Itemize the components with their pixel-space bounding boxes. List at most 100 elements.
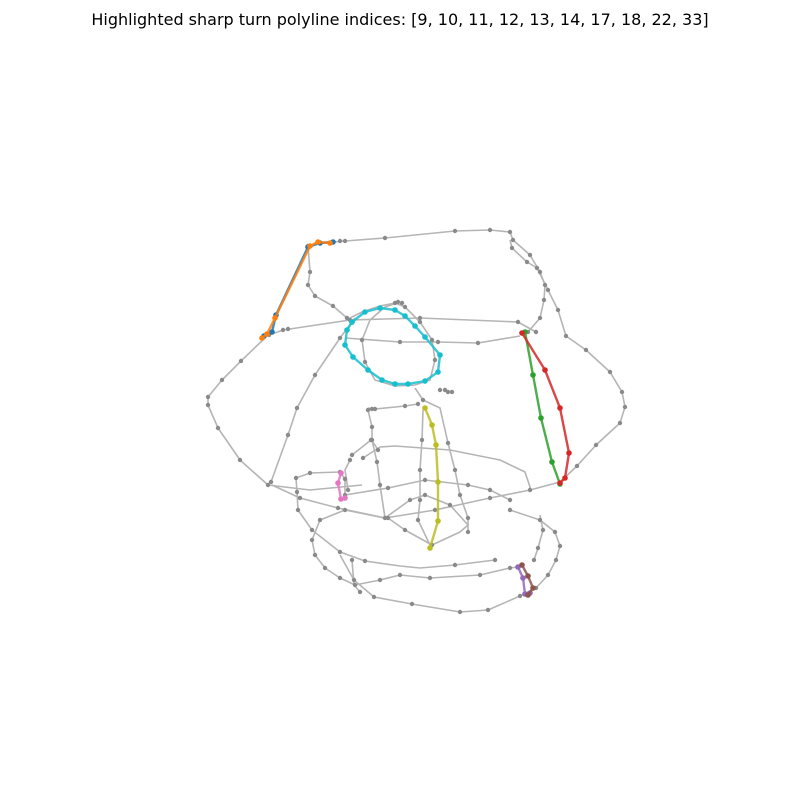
background-point-70 xyxy=(452,467,458,473)
highlighted-point-red-4 xyxy=(562,475,568,481)
background-point-129 xyxy=(337,575,343,581)
highlighted-point-brown-3 xyxy=(525,592,531,598)
highlighted-point-olive-2 xyxy=(433,442,439,448)
background-point-39 xyxy=(515,319,521,325)
highlighted-point-orange-1 xyxy=(315,239,321,245)
highlighted-point-cyan-12 xyxy=(379,377,385,383)
background-point-123 xyxy=(415,517,421,523)
background-polyline-5 xyxy=(207,336,363,491)
highlighted-point-cyan-4 xyxy=(402,313,408,319)
highlighted-point-olive-3 xyxy=(435,479,441,485)
highlighted-point-cyan-10 xyxy=(405,381,411,387)
background-point-117 xyxy=(447,502,453,508)
background-point-146 xyxy=(349,452,355,458)
background-point-132 xyxy=(397,572,403,578)
background-point-67 xyxy=(445,389,451,395)
highlighted-point-cyan-8 xyxy=(435,369,441,375)
background-point-69 xyxy=(445,440,451,446)
background-point-88 xyxy=(385,485,391,491)
background-polyline-6 xyxy=(270,317,356,483)
background-point-38 xyxy=(475,340,481,346)
background-point-4 xyxy=(452,228,458,234)
highlighted-point-cyan-16 xyxy=(344,327,350,333)
background-point-109 xyxy=(557,543,563,549)
background-point-37 xyxy=(417,315,423,321)
background-point-15 xyxy=(524,259,530,265)
background-point-40 xyxy=(533,329,539,335)
background-point-124 xyxy=(342,507,348,513)
background-point-90 xyxy=(465,482,471,488)
background-point-54 xyxy=(395,299,401,305)
background-point-133 xyxy=(427,575,433,581)
background-point-145 xyxy=(368,437,374,443)
highlighted-point-brown-0 xyxy=(519,562,525,568)
background-polyline-0 xyxy=(332,229,546,333)
highlighted-point-pink-3 xyxy=(342,495,348,501)
highlighted-point-olive-0 xyxy=(422,405,428,411)
highlighted-point-red-2 xyxy=(557,405,563,411)
background-point-23 xyxy=(622,404,628,410)
highlighted-point-cyan-2 xyxy=(377,305,383,311)
background-point-103 xyxy=(457,609,463,615)
highlighted-polyline-cyan xyxy=(342,305,443,387)
background-point-1 xyxy=(337,238,343,244)
background-point-56 xyxy=(402,304,408,310)
background-point-100 xyxy=(351,577,357,583)
background-point-114 xyxy=(385,515,391,521)
highlighted-polylines xyxy=(259,239,572,598)
background-point-62 xyxy=(397,339,403,345)
background-polyline-23 xyxy=(351,559,361,593)
background-point-92 xyxy=(507,497,513,503)
highlighted-point-cyan-15 xyxy=(342,342,348,348)
background-point-150 xyxy=(349,557,355,563)
highlighted-polyline-olive xyxy=(422,405,441,551)
background-point-63 xyxy=(435,339,441,345)
background-polyline-3 xyxy=(307,245,348,319)
background-point-26 xyxy=(574,463,580,469)
background-point-31 xyxy=(330,303,336,309)
background-point-79 xyxy=(369,424,375,430)
background-point-81 xyxy=(374,459,380,465)
background-polyline-20 xyxy=(362,445,532,491)
background-point-14 xyxy=(509,245,515,251)
chart-title: Highlighted sharp turn polyline indices:… xyxy=(91,10,709,29)
highlighted-point-cyan-17 xyxy=(349,319,355,325)
background-polyline-18 xyxy=(271,481,561,519)
background-point-35 xyxy=(285,326,291,332)
background-point-139 xyxy=(487,495,493,501)
background-polyline-12 xyxy=(295,471,511,501)
background-point-108 xyxy=(553,557,559,563)
background-point-136 xyxy=(297,495,303,501)
background-point-28 xyxy=(307,269,313,275)
background-polyline-7 xyxy=(349,301,436,387)
background-point-74 xyxy=(365,407,371,413)
highlighted-point-orange-2 xyxy=(307,243,313,249)
background-point-141 xyxy=(347,457,353,463)
background-point-30 xyxy=(312,293,318,299)
background-polyline-15 xyxy=(384,494,469,546)
highlighted-point-cyan-6 xyxy=(422,334,428,340)
background-point-131 xyxy=(377,577,383,583)
background-point-122 xyxy=(417,497,423,503)
highlighted-point-olive-1 xyxy=(429,422,435,428)
background-point-95 xyxy=(309,527,315,533)
background-point-51 xyxy=(294,405,300,411)
background-points xyxy=(205,227,628,615)
background-point-120 xyxy=(419,437,425,443)
background-point-20 xyxy=(583,347,589,353)
background-point-47 xyxy=(265,482,271,488)
highlighted-polyline-red xyxy=(519,330,572,486)
background-point-73 xyxy=(465,529,471,535)
background-point-9 xyxy=(537,269,543,275)
highlighted-point-olive-4 xyxy=(435,518,441,524)
background-point-91 xyxy=(487,487,493,493)
background-polyline-9 xyxy=(414,387,469,532)
highlighted-point-red-0 xyxy=(519,330,525,336)
background-point-21 xyxy=(607,369,613,375)
background-point-134 xyxy=(477,572,483,578)
background-point-148 xyxy=(535,545,541,551)
background-point-49 xyxy=(337,335,343,341)
highlighted-point-green-1 xyxy=(530,372,536,378)
background-point-59 xyxy=(432,357,438,363)
background-point-93 xyxy=(294,489,300,495)
